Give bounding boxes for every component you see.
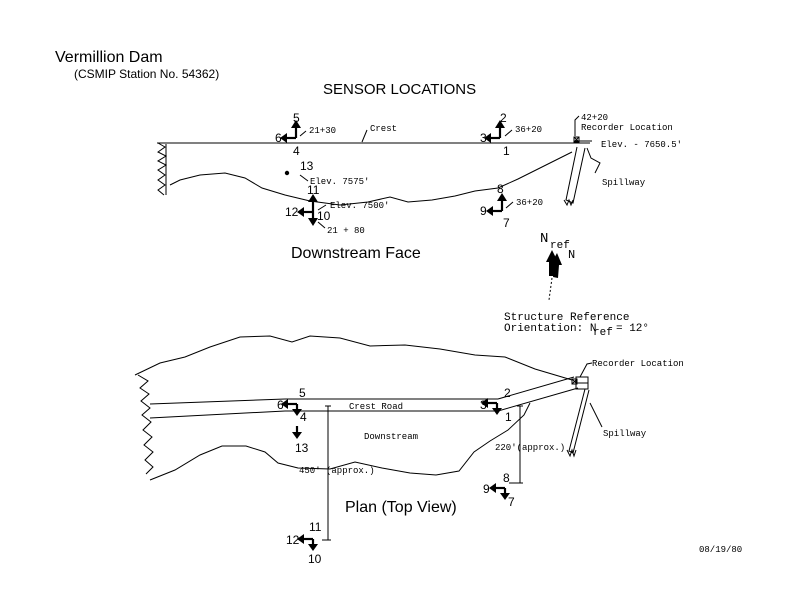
plan-recorder-leader (579, 362, 593, 378)
plan-sensor-group-right: 2 3 1 (480, 386, 512, 424)
structure-reference-line1: Structure Reference (504, 312, 629, 324)
distance-220-label: 220'(approx.) (495, 443, 565, 453)
plan-sensor-label-8: 8 (503, 471, 510, 485)
plan-sensor-label-2: 2 (504, 386, 511, 400)
structure-reference-sub: ref (593, 327, 613, 339)
plan-recorder-label: Recorder Location (592, 359, 684, 369)
plan-view-drawing (134, 335, 603, 541)
downstream-label: Downstream (364, 432, 418, 442)
crest-label: Crest (370, 124, 397, 134)
north-arrow: N ref N (540, 231, 575, 301)
sensor-group-21-80: 11 12 10 Elev. 7500' 21 + 80 (285, 183, 389, 236)
nref-label: N (540, 231, 548, 247)
downstream-face-drawing (156, 115, 601, 207)
station-21-80: 21 + 80 (327, 226, 365, 236)
downstream-boundary (149, 402, 531, 481)
station-number: (CSMIP Station No. 54362) (74, 67, 219, 81)
plan-sensor-label-9: 9 (483, 482, 490, 496)
plan-sensor-group-left: 5 6 4 13 (277, 386, 309, 455)
station-36-20-lower: 36+20 (516, 198, 543, 208)
north-label: N (568, 248, 575, 262)
reservoir-outline (134, 335, 573, 381)
structure-reference-line2: Orientation: N (504, 323, 596, 335)
distance-450-label: 450' (approx.) (299, 466, 375, 476)
downstream-face-caption: Downstream Face (291, 245, 421, 262)
recorder-leader (574, 115, 580, 136)
recorder-location-label: Recorder Location (581, 123, 673, 133)
plan-view-caption: Plan (Top View) (345, 499, 457, 516)
plan-sensor-label-5: 5 (299, 386, 306, 400)
ground-profile (169, 151, 573, 206)
plan-sensor-label-3: 3 (480, 398, 487, 412)
recorder-box (573, 136, 580, 143)
plan-sensor-label-7: 7 (508, 495, 515, 509)
spillway-leader (586, 147, 601, 174)
sensor-label-6: 6 (275, 131, 282, 145)
sensor-label-5: 5 (293, 111, 300, 125)
left-abutment-hatch (156, 142, 168, 196)
dam-title: Vermillion Dam (55, 49, 163, 66)
station-42-20: 42+20 (581, 113, 608, 123)
sensor-label-2: 2 (500, 111, 507, 125)
plan-sensor-label-4: 4 (300, 410, 307, 424)
plan-sensor-label-6: 6 (277, 398, 284, 412)
plan-spillway-label: Spillway (603, 429, 647, 439)
spillway-hatch (563, 198, 574, 207)
arrow-head-left (280, 133, 287, 143)
plan-sensor-group-lower-left: 11 12 10 (286, 520, 322, 566)
nref-subscript: ref (550, 240, 570, 252)
spillway-label: Spillway (602, 178, 646, 188)
section-heading: SENSOR LOCATIONS (323, 81, 476, 98)
sensor-group-36-20-lower: 8 9 7 36+20 (480, 182, 543, 230)
plan-sensor-label-10: 10 (308, 552, 322, 566)
plan-sensor-label-13: 13 (295, 441, 309, 455)
plan-spillway-leader (589, 402, 603, 428)
structure-reference-value: = 12° (616, 323, 649, 335)
sensor-label-9: 9 (480, 204, 487, 218)
north-arrow-icon (551, 253, 562, 278)
station-36-20: 36+20 (515, 125, 542, 135)
sensor-label-12: 12 (285, 205, 299, 219)
sensor-label-13: 13 (300, 159, 314, 173)
drawing-date: 08/19/80 (699, 545, 742, 555)
station-21-30: 21+30 (309, 126, 336, 136)
plan-sensor-label-12: 12 (286, 533, 300, 547)
sensor-group-21-30: 5 6 4 21+30 Crest (275, 111, 397, 158)
sensor-label-4: 4 (293, 144, 300, 158)
sensor-label-7: 7 (503, 216, 510, 230)
sensor-label-10: 10 (317, 209, 331, 223)
crest-road-label: Crest Road (349, 402, 403, 412)
elevation-7500: Elev. 7500' (330, 201, 389, 211)
plan-sensor-label-11: 11 (309, 520, 322, 534)
plan-recorder-box (571, 378, 578, 385)
sensor-label-11: 11 (307, 183, 320, 197)
sensor-label-1: 1 (503, 144, 510, 158)
crest-elevation-label: Elev. - 7650.5' (601, 140, 682, 150)
sensor-group-36-20-crest: 2 3 1 36+20 (480, 111, 542, 158)
plan-sensor-label-1: 1 (505, 410, 512, 424)
left-abutment-hatch-plan (137, 374, 154, 475)
arrow-head-up (291, 120, 301, 128)
plan-sensor-group-lower-right: 8 9 7 (483, 471, 515, 509)
sensor-13-point (284, 170, 290, 176)
sensor-label-3: 3 (480, 131, 487, 145)
spillway-structure (565, 146, 586, 204)
plan-spillway (568, 388, 590, 454)
sensor-label-8: 8 (497, 182, 504, 196)
elevation-7575: Elev. 7575' (310, 177, 369, 187)
